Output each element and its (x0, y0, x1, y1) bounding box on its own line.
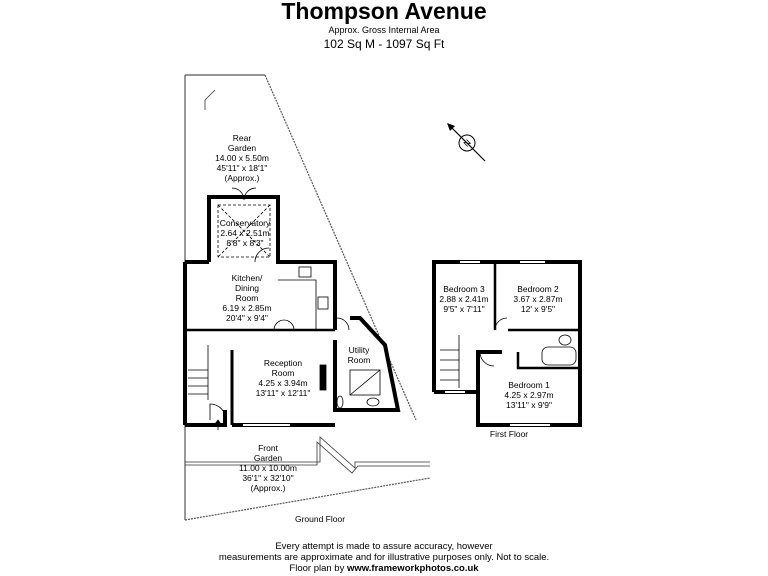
north-arrow-icon: N (447, 123, 486, 162)
plot-boundary (184, 74, 431, 521)
front-garden-name-2: Garden (254, 453, 283, 463)
conservatory-name: Conservatory (220, 218, 271, 228)
bedroom1-metric: 4.25 x 2.97m (504, 390, 553, 400)
disclaimer-line-1: Every attempt is made to assure accuracy… (275, 541, 493, 552)
area-subtitle: Approx. Gross Internal Area (328, 25, 440, 35)
front-garden-name-1: Front (258, 443, 278, 453)
conservatory-metric: 2.64 x 2.51m (220, 228, 269, 238)
reception-name-2: Room (272, 368, 295, 378)
stairs (188, 345, 209, 400)
first-floor-label: First Floor (490, 429, 528, 439)
first-floor-details (440, 261, 577, 426)
rear-garden-name-2: Garden (228, 143, 257, 153)
front-garden-note: (Approx.) (251, 483, 286, 493)
bedroom3-imperial: 9'5" x 7'11" (443, 304, 484, 314)
page-title: Thompson Avenue (281, 0, 487, 24)
rear-garden-imperial: 45'11" x 18'1" (217, 163, 268, 173)
utility-name-2: Room (348, 355, 371, 365)
ground-floor-label: Ground Floor (295, 514, 345, 524)
bedroom3-name: Bedroom 3 (443, 284, 485, 294)
utility-name-1: Utility (349, 345, 371, 355)
compass-letter: N (461, 137, 472, 148)
bedroom2-imperial: 12' x 9'5" (521, 304, 555, 314)
reception-metric: 4.25 x 3.94m (258, 378, 307, 388)
bedroom1-imperial: 13'11" x 9'9" (506, 400, 552, 410)
room-labels: Rear Garden 14.00 x 5.50m 45'11" x 18'1"… (215, 133, 563, 524)
kitchen-name-3: Room (236, 293, 259, 303)
kitchen-metric: 6.19 x 2.85m (222, 303, 271, 313)
rear-garden-name-1: Rear (233, 133, 252, 143)
reception-name-1: Reception (264, 358, 303, 368)
front-garden-metric: 11.00 x 10.00m (239, 463, 297, 473)
credit-link[interactable]: www.frameworkphotos.co.uk (346, 563, 479, 574)
conservatory-imperial: 8'8" x 8'3" (226, 238, 263, 248)
reception-imperial: 13'11" x 12'11" (256, 388, 311, 398)
bedroom3-metric: 2.88 x 2.41m (439, 294, 488, 304)
credit-line: Floor plan by www.frameworkphotos.co.uk (289, 563, 478, 574)
bedroom1-name: Bedroom 1 (508, 380, 550, 390)
bedroom2-name: Bedroom 2 (517, 284, 559, 294)
area-total: 102 Sq M - 1097 Sq Ft (323, 37, 445, 51)
front-garden-imperial: 36'1" x 32'10" (242, 473, 293, 483)
disclaimer-line-2: measurements are approximate and for ill… (218, 552, 550, 563)
kitchen-imperial: 20'4" x 9'4" (226, 313, 268, 323)
ground-floor-details (188, 187, 381, 430)
credit-prefix: Floor plan by (289, 563, 345, 574)
kitchen-name-2: Dining (235, 283, 259, 293)
kitchen-name-1: Kitchen/ (232, 273, 263, 283)
rear-garden-metric: 14.00 x 5.50m (215, 153, 269, 163)
rear-garden-note: (Approx.) (225, 173, 260, 183)
bedroom2-metric: 3.67 x 2.87m (513, 294, 562, 304)
